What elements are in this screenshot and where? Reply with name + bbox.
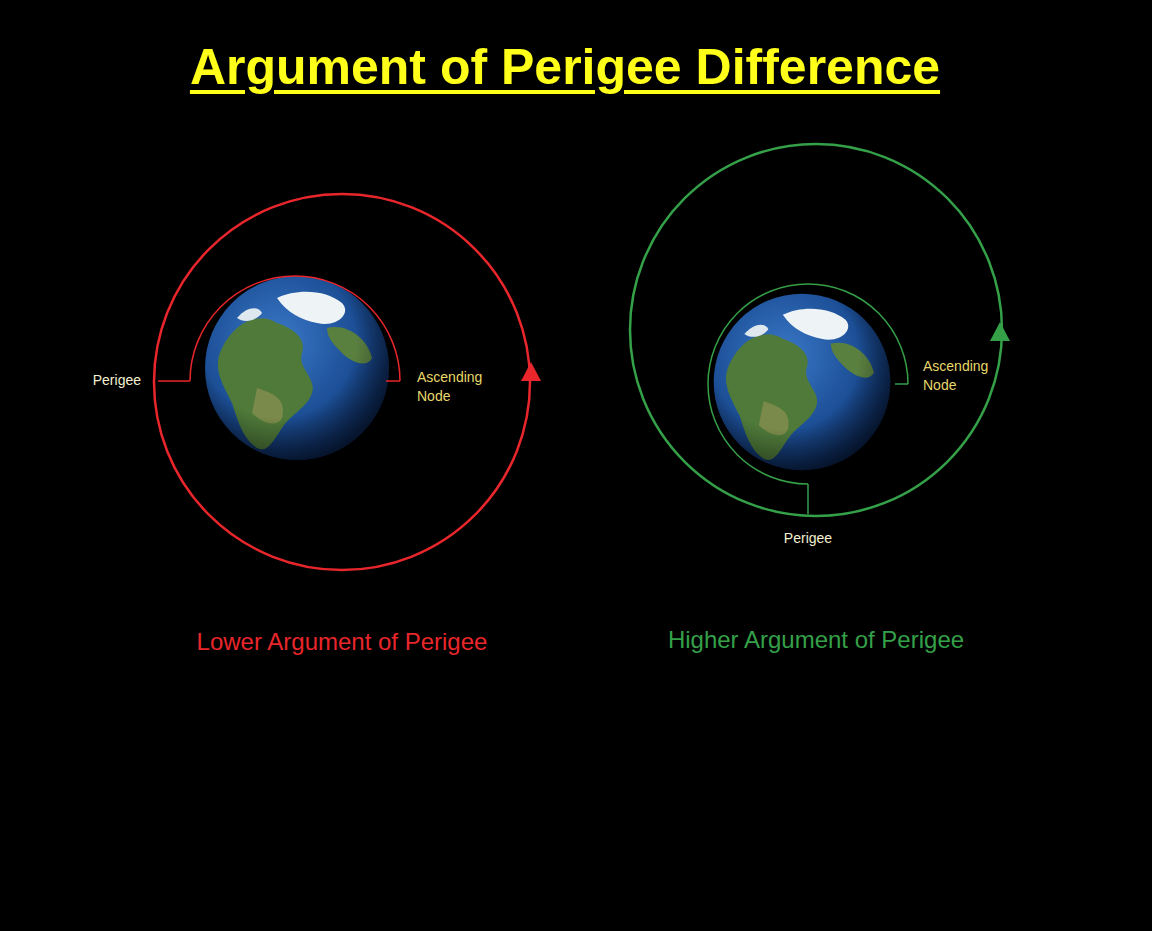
diagram-title: Argument of Perigee Difference <box>190 38 940 96</box>
perigee-label: Perigee <box>93 372 141 388</box>
panel-caption: Lower Argument of Perigee <box>197 628 488 656</box>
node-label: Ascending Node <box>923 357 988 395</box>
perigee-label: Perigee <box>784 530 832 546</box>
panel-caption: Higher Argument of Perigee <box>668 626 964 654</box>
node-label: Ascending Node <box>417 368 482 406</box>
